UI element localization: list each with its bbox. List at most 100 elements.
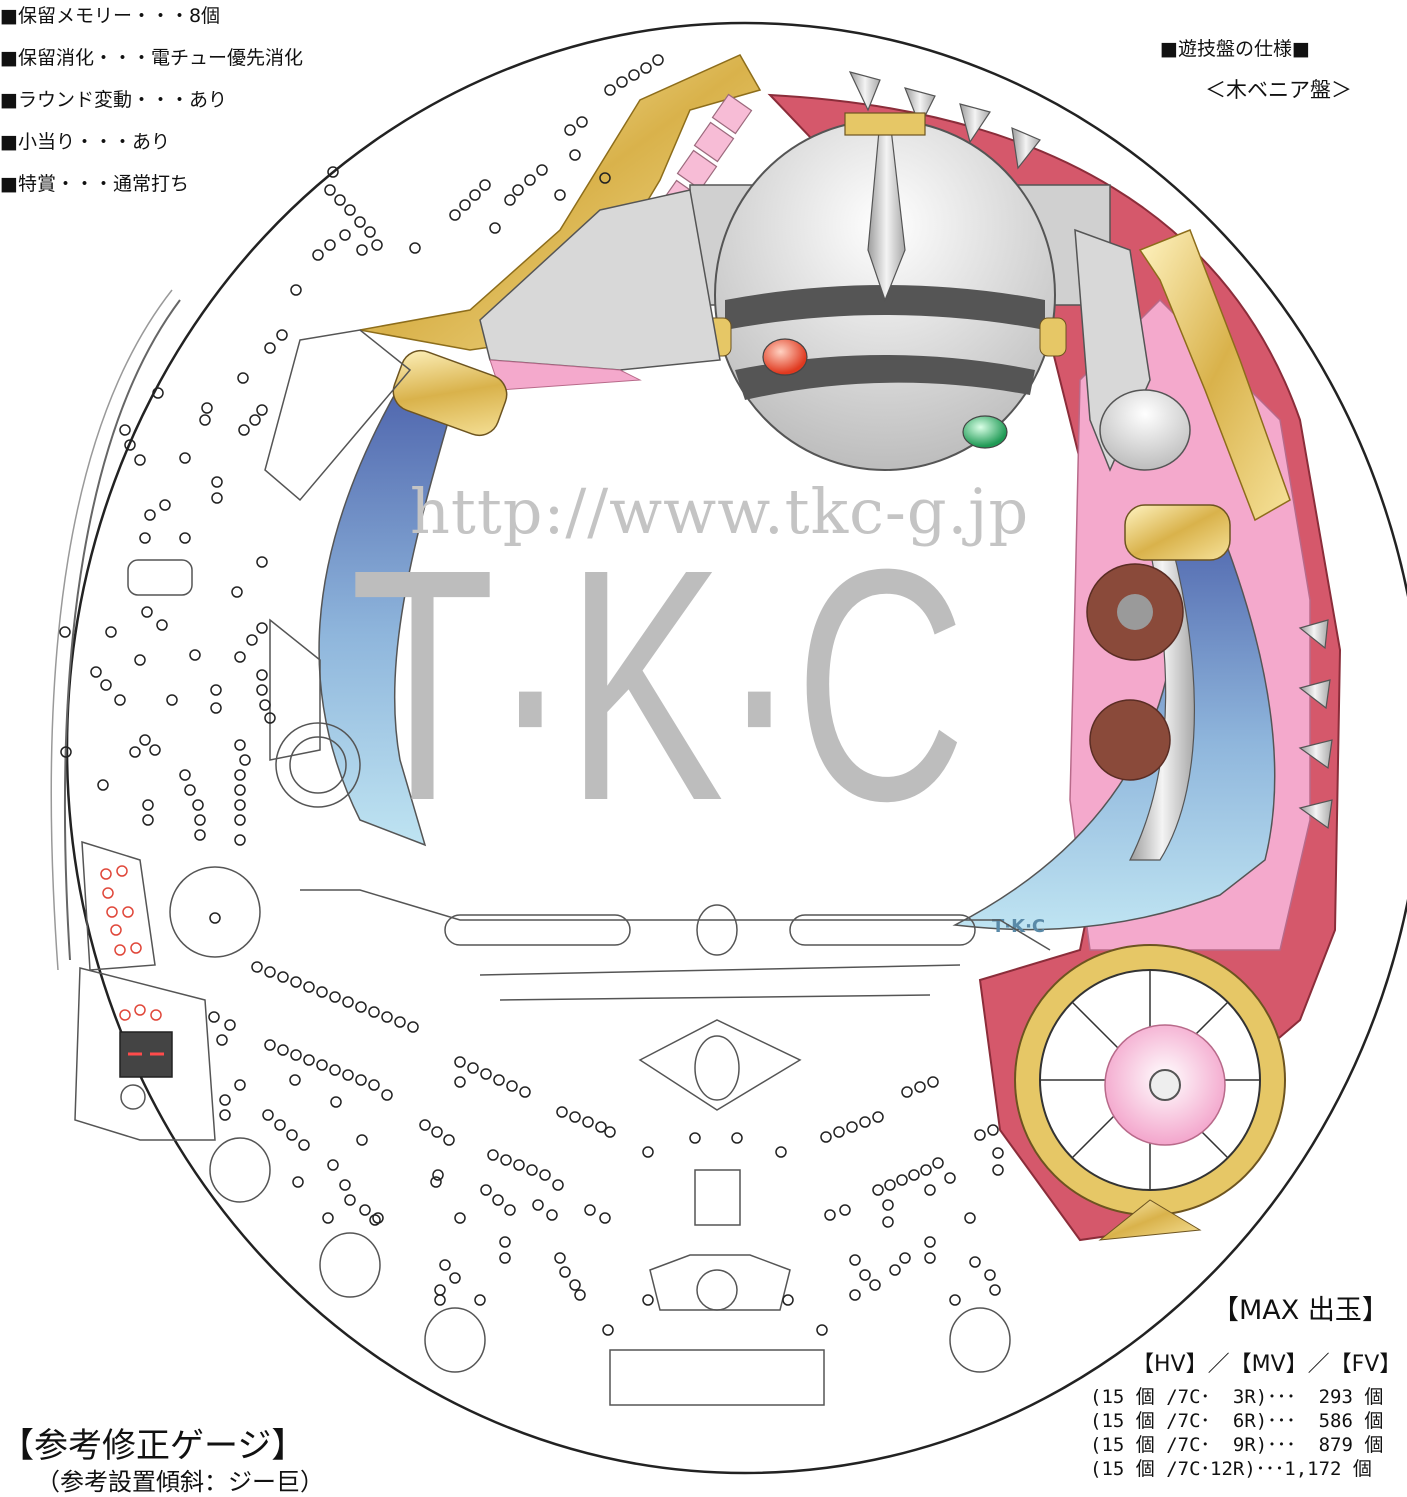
nail xyxy=(500,1154,512,1166)
nail xyxy=(201,402,213,414)
nail xyxy=(139,532,151,544)
nail xyxy=(782,1294,794,1306)
nail xyxy=(189,649,201,661)
nail xyxy=(356,1134,368,1146)
nail xyxy=(439,1259,451,1271)
nail xyxy=(339,229,351,241)
nail xyxy=(512,184,524,196)
nail xyxy=(210,684,222,696)
nail xyxy=(901,1086,913,1098)
nail xyxy=(449,1272,461,1284)
left-blue-blade xyxy=(318,379,462,847)
nail xyxy=(359,1204,371,1216)
nail xyxy=(342,1069,354,1081)
nail xyxy=(506,1080,518,1092)
nail xyxy=(914,1081,926,1093)
top-spike-row xyxy=(848,71,1041,170)
nail xyxy=(992,1164,1004,1176)
nail xyxy=(824,1209,836,1221)
nail xyxy=(105,626,117,638)
nail xyxy=(546,1209,558,1221)
nail xyxy=(419,1119,431,1131)
nail xyxy=(324,239,336,251)
nail xyxy=(924,1252,936,1264)
nail xyxy=(277,971,289,983)
nail xyxy=(859,1116,871,1128)
nail xyxy=(949,1294,961,1306)
nail xyxy=(211,492,223,504)
nail xyxy=(519,1086,531,1098)
start-wheel xyxy=(1014,944,1286,1241)
nail xyxy=(211,476,223,488)
nail xyxy=(434,1284,446,1296)
nail xyxy=(290,284,302,296)
nail xyxy=(97,779,109,791)
nail xyxy=(256,669,268,681)
board-spec-title: ■遊技盤の仕様■ xyxy=(1160,38,1310,60)
nail xyxy=(849,1289,861,1301)
nail xyxy=(569,1111,581,1123)
nail xyxy=(499,1236,511,1248)
nail xyxy=(159,499,171,511)
max-payout-row: (15 個 /7C･ 6R)･･･ 586 個 xyxy=(1090,1410,1384,1432)
nail xyxy=(407,1021,419,1033)
nail xyxy=(504,1204,516,1216)
nail xyxy=(992,1147,1004,1159)
nail xyxy=(859,1269,871,1281)
nail xyxy=(820,1131,832,1143)
nail xyxy=(192,799,204,811)
nail xyxy=(454,1212,466,1224)
nail xyxy=(141,606,153,618)
nail xyxy=(552,1179,564,1191)
nail xyxy=(262,1109,274,1121)
nail xyxy=(924,1236,936,1248)
nail xyxy=(459,199,471,211)
nail xyxy=(487,1149,499,1161)
nail xyxy=(372,1212,384,1224)
nail xyxy=(264,712,276,724)
nail xyxy=(896,1174,908,1186)
nail xyxy=(480,1068,492,1080)
nail xyxy=(882,1199,894,1211)
nail xyxy=(556,1106,568,1118)
nail xyxy=(434,1294,446,1306)
nail xyxy=(554,189,566,201)
nail xyxy=(149,744,161,756)
nail xyxy=(371,239,383,251)
nail xyxy=(524,174,536,186)
left-blade-guard xyxy=(392,349,508,437)
nail xyxy=(989,1284,1001,1296)
nail xyxy=(119,424,131,436)
nail xyxy=(199,414,211,426)
nail xyxy=(908,1169,920,1181)
nail xyxy=(539,1169,551,1181)
nail xyxy=(234,739,246,751)
center-stage xyxy=(300,889,1051,1406)
nail xyxy=(381,1089,393,1101)
watermark-url: http://www.tkc-g.jp xyxy=(410,475,1030,548)
nail xyxy=(290,976,302,988)
nail xyxy=(526,1164,538,1176)
nail xyxy=(303,1054,315,1066)
nail xyxy=(259,699,271,711)
nail xyxy=(234,1079,246,1091)
nail xyxy=(256,556,268,568)
spec-item: ■ラウンド変動・・・あり xyxy=(0,89,227,111)
nail xyxy=(368,1006,380,1018)
nail xyxy=(816,1324,828,1336)
nail xyxy=(312,249,324,261)
nail xyxy=(889,1264,901,1276)
nail xyxy=(616,76,628,88)
nail xyxy=(234,814,246,826)
nail xyxy=(731,1132,743,1144)
right-gold-rail xyxy=(1138,229,1291,522)
nail xyxy=(256,684,268,696)
nail xyxy=(264,966,276,978)
nail xyxy=(60,746,72,758)
nail xyxy=(210,702,222,714)
left-windmill-pin xyxy=(209,912,221,924)
small-tkc-label: T·K·C xyxy=(992,916,1045,937)
nail xyxy=(927,1076,939,1088)
nail xyxy=(595,1121,607,1133)
nail xyxy=(277,1044,289,1056)
